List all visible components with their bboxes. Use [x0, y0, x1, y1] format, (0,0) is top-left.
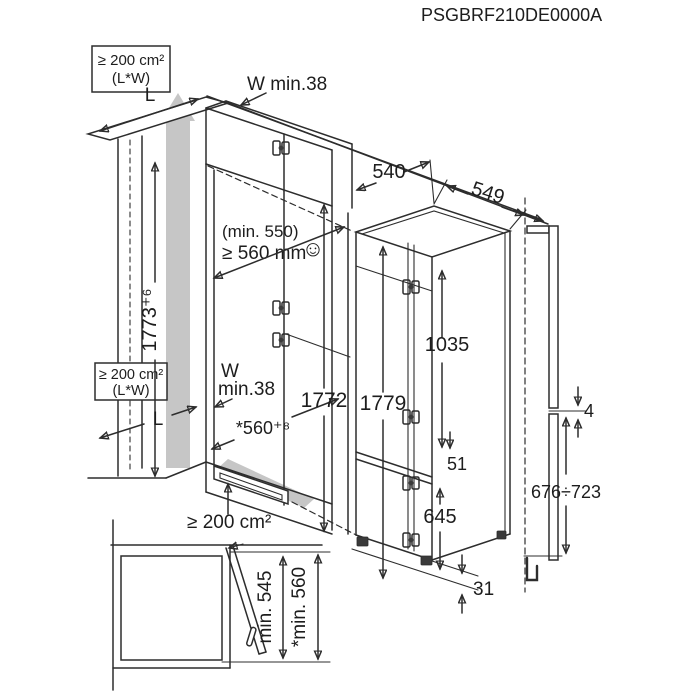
feet-height-dim: 31 — [473, 579, 494, 600]
side-view: 4 676÷723 — [523, 197, 601, 593]
appliance-dimensions: 540 549 1779 1035 51 645 31 — [357, 159, 527, 614]
vent-area-mid-label: ≥ 200 cm² (L*W) — [94, 362, 168, 401]
vent-mid-line1: ≥ 200 cm² — [99, 367, 164, 383]
airflow-arrow — [161, 93, 314, 508]
lower-door-dim: 645 — [423, 506, 456, 528]
wall-gap-top-label: W min.38 — [247, 74, 327, 95]
main-view: ≥ 200 cm² (L*W) ≥ 200 cm² (L*W) L W min.… — [85, 45, 549, 539]
cabinet-interior — [120, 555, 223, 661]
topview-min-depth-dim: min. 545 — [255, 571, 276, 644]
plinth-vent-label: ≥ 200 cm² — [187, 512, 271, 533]
depth-l-mid-label: L — [153, 409, 164, 430]
upper-panel — [548, 225, 559, 409]
vent-area-top-label: ≥ 200 cm² (L*W) — [91, 45, 171, 93]
vent-top-line2: (L*W) — [112, 70, 150, 87]
niche-dimensions: L W min.38 (min. 550) ≥ 560 mm ☺ 1773⁺⁶ … — [100, 74, 543, 533]
bottom-bracket — [525, 556, 539, 582]
depth-l-top-label: L — [145, 85, 156, 106]
foot-icon — [420, 555, 433, 566]
lower-panel — [548, 413, 559, 561]
door-handle — [246, 626, 257, 647]
wall-gap-mid-label-w: W — [221, 361, 239, 382]
vent-mid-line2: (L*W) — [112, 383, 149, 399]
appliance-height-dim: 1779 — [360, 392, 407, 415]
top-bracket — [526, 225, 550, 234]
lower-panel-range-dim: 676÷723 — [531, 482, 601, 502]
appliance-depth-dim: 549 — [469, 178, 508, 209]
niche-height-dim: 1773⁺⁶ — [139, 288, 161, 351]
door-gap-dim: 51 — [447, 454, 467, 474]
panel-gap-dim: 4 — [584, 401, 594, 421]
niche-front-height-dim: 1772 — [301, 389, 348, 412]
upper-door-dim: 1035 — [425, 334, 470, 356]
page-title: PSGBRF210DE0000A — [421, 5, 602, 25]
appliance-drawing: 540 549 1779 1035 51 645 31 — [351, 159, 527, 614]
topview-min-depth-door-dim: *min. 560 — [289, 567, 310, 647]
foot-icon — [356, 536, 369, 547]
roller-icon — [496, 530, 507, 540]
niche-min-depth-label: (min. 550) — [222, 222, 299, 241]
top-view: min. 545 *min. 560 — [110, 519, 331, 691]
appliance-width-dim: 540 — [372, 161, 405, 183]
appliance-structure — [351, 205, 513, 591]
wall-gap-mid-label-min: min.38 — [218, 379, 275, 400]
niche-width-dim: *560⁺⁸ — [236, 418, 290, 438]
vent-top-line1: ≥ 200 cm² — [98, 52, 165, 69]
